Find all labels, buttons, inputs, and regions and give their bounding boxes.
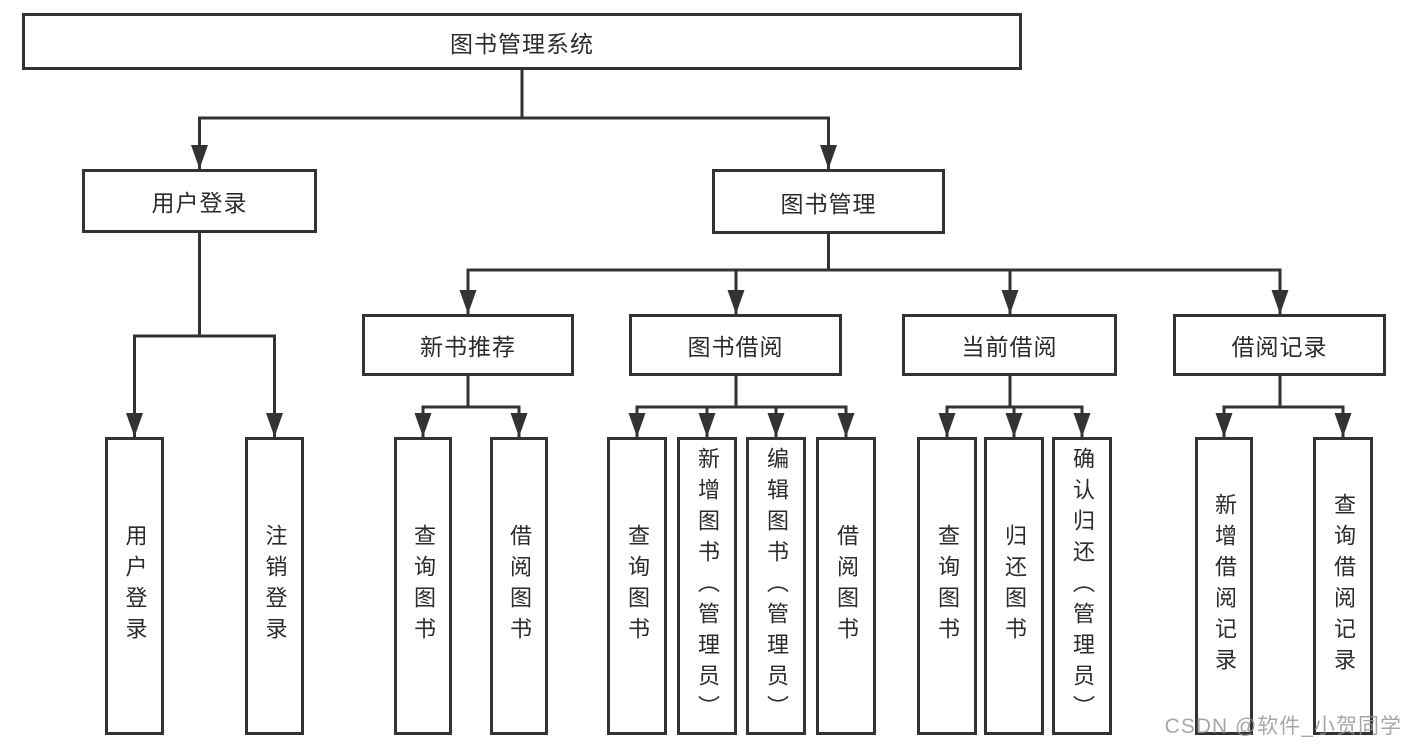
leaf-records-query-record: 查询借阅记录 (1313, 437, 1373, 735)
arrowheads-layer (126, 145, 1352, 437)
leaf-logout: 注销登录 (245, 437, 304, 735)
connector-new-book-recommendation-to-leaves (421, 376, 521, 437)
leaf-current-query-books-label: 查询图书 (935, 524, 960, 648)
node-user-login: 用户登录 (82, 169, 317, 233)
leaf-borrow-query-books: 查询图书 (607, 437, 667, 735)
leaf-recommend-query-books: 查询图书 (394, 437, 452, 735)
leaf-recommend-borrow-books-label: 借阅图书 (507, 524, 532, 648)
connector-book-borrowing-to-leaves (635, 376, 848, 437)
leaf-current-confirm-return-admin-label: 确认归还（管理员） (1070, 446, 1095, 726)
leaf-recommend-query-books-label: 查询图书 (411, 524, 436, 648)
connector-book-management-to-level3 (466, 234, 1282, 314)
leaf-borrow-add-books-admin-label: 新增图书（管理员） (695, 446, 720, 726)
leaf-recommend-borrow-books: 借阅图书 (490, 437, 548, 735)
leaf-current-return-books: 归还图书 (984, 437, 1044, 735)
node-library-system: 图书管理系统 (22, 13, 1022, 70)
connector-borrowing-records-to-leaves (1222, 376, 1345, 437)
node-borrowing-records: 借阅记录 (1173, 314, 1386, 376)
leaf-current-return-books-label: 归还图书 (1002, 524, 1027, 648)
csdn-watermark: CSDN @软件_小贺同学 (1164, 715, 1402, 738)
leaf-records-query-record-label: 查询借阅记录 (1331, 493, 1356, 679)
node-new-book-recommendation: 新书推荐 (362, 314, 574, 376)
leaf-logout-label: 注销登录 (262, 524, 288, 648)
connector-root-to-level2 (198, 69, 830, 169)
leaf-borrow-add-books-admin: 新增图书（管理员） (677, 437, 737, 735)
leaf-borrow-borrow-books: 借阅图书 (816, 437, 876, 735)
leaf-user-login-label: 用户登录 (122, 524, 148, 648)
leaf-borrow-edit-books-admin: 编辑图书（管理员） (746, 437, 806, 735)
leaf-borrow-edit-books-admin-label: 编辑图书（管理员） (764, 446, 789, 726)
leaf-user-login: 用户登录 (105, 437, 164, 735)
connector-user-login-to-leaves (133, 233, 276, 437)
leaf-borrow-query-books-label: 查询图书 (625, 524, 650, 648)
node-book-management: 图书管理 (712, 169, 945, 234)
node-current-borrowing: 当前借阅 (902, 314, 1117, 376)
leaf-records-add-record-label: 新增借阅记录 (1212, 493, 1237, 679)
leaf-borrow-borrow-books-label: 借阅图书 (834, 524, 859, 648)
leaf-current-query-books: 查询图书 (917, 437, 977, 735)
leaf-records-add-record: 新增借阅记录 (1195, 437, 1253, 735)
node-book-borrowing: 图书借阅 (629, 314, 842, 376)
leaf-current-confirm-return-admin: 确认归还（管理员） (1052, 437, 1112, 735)
